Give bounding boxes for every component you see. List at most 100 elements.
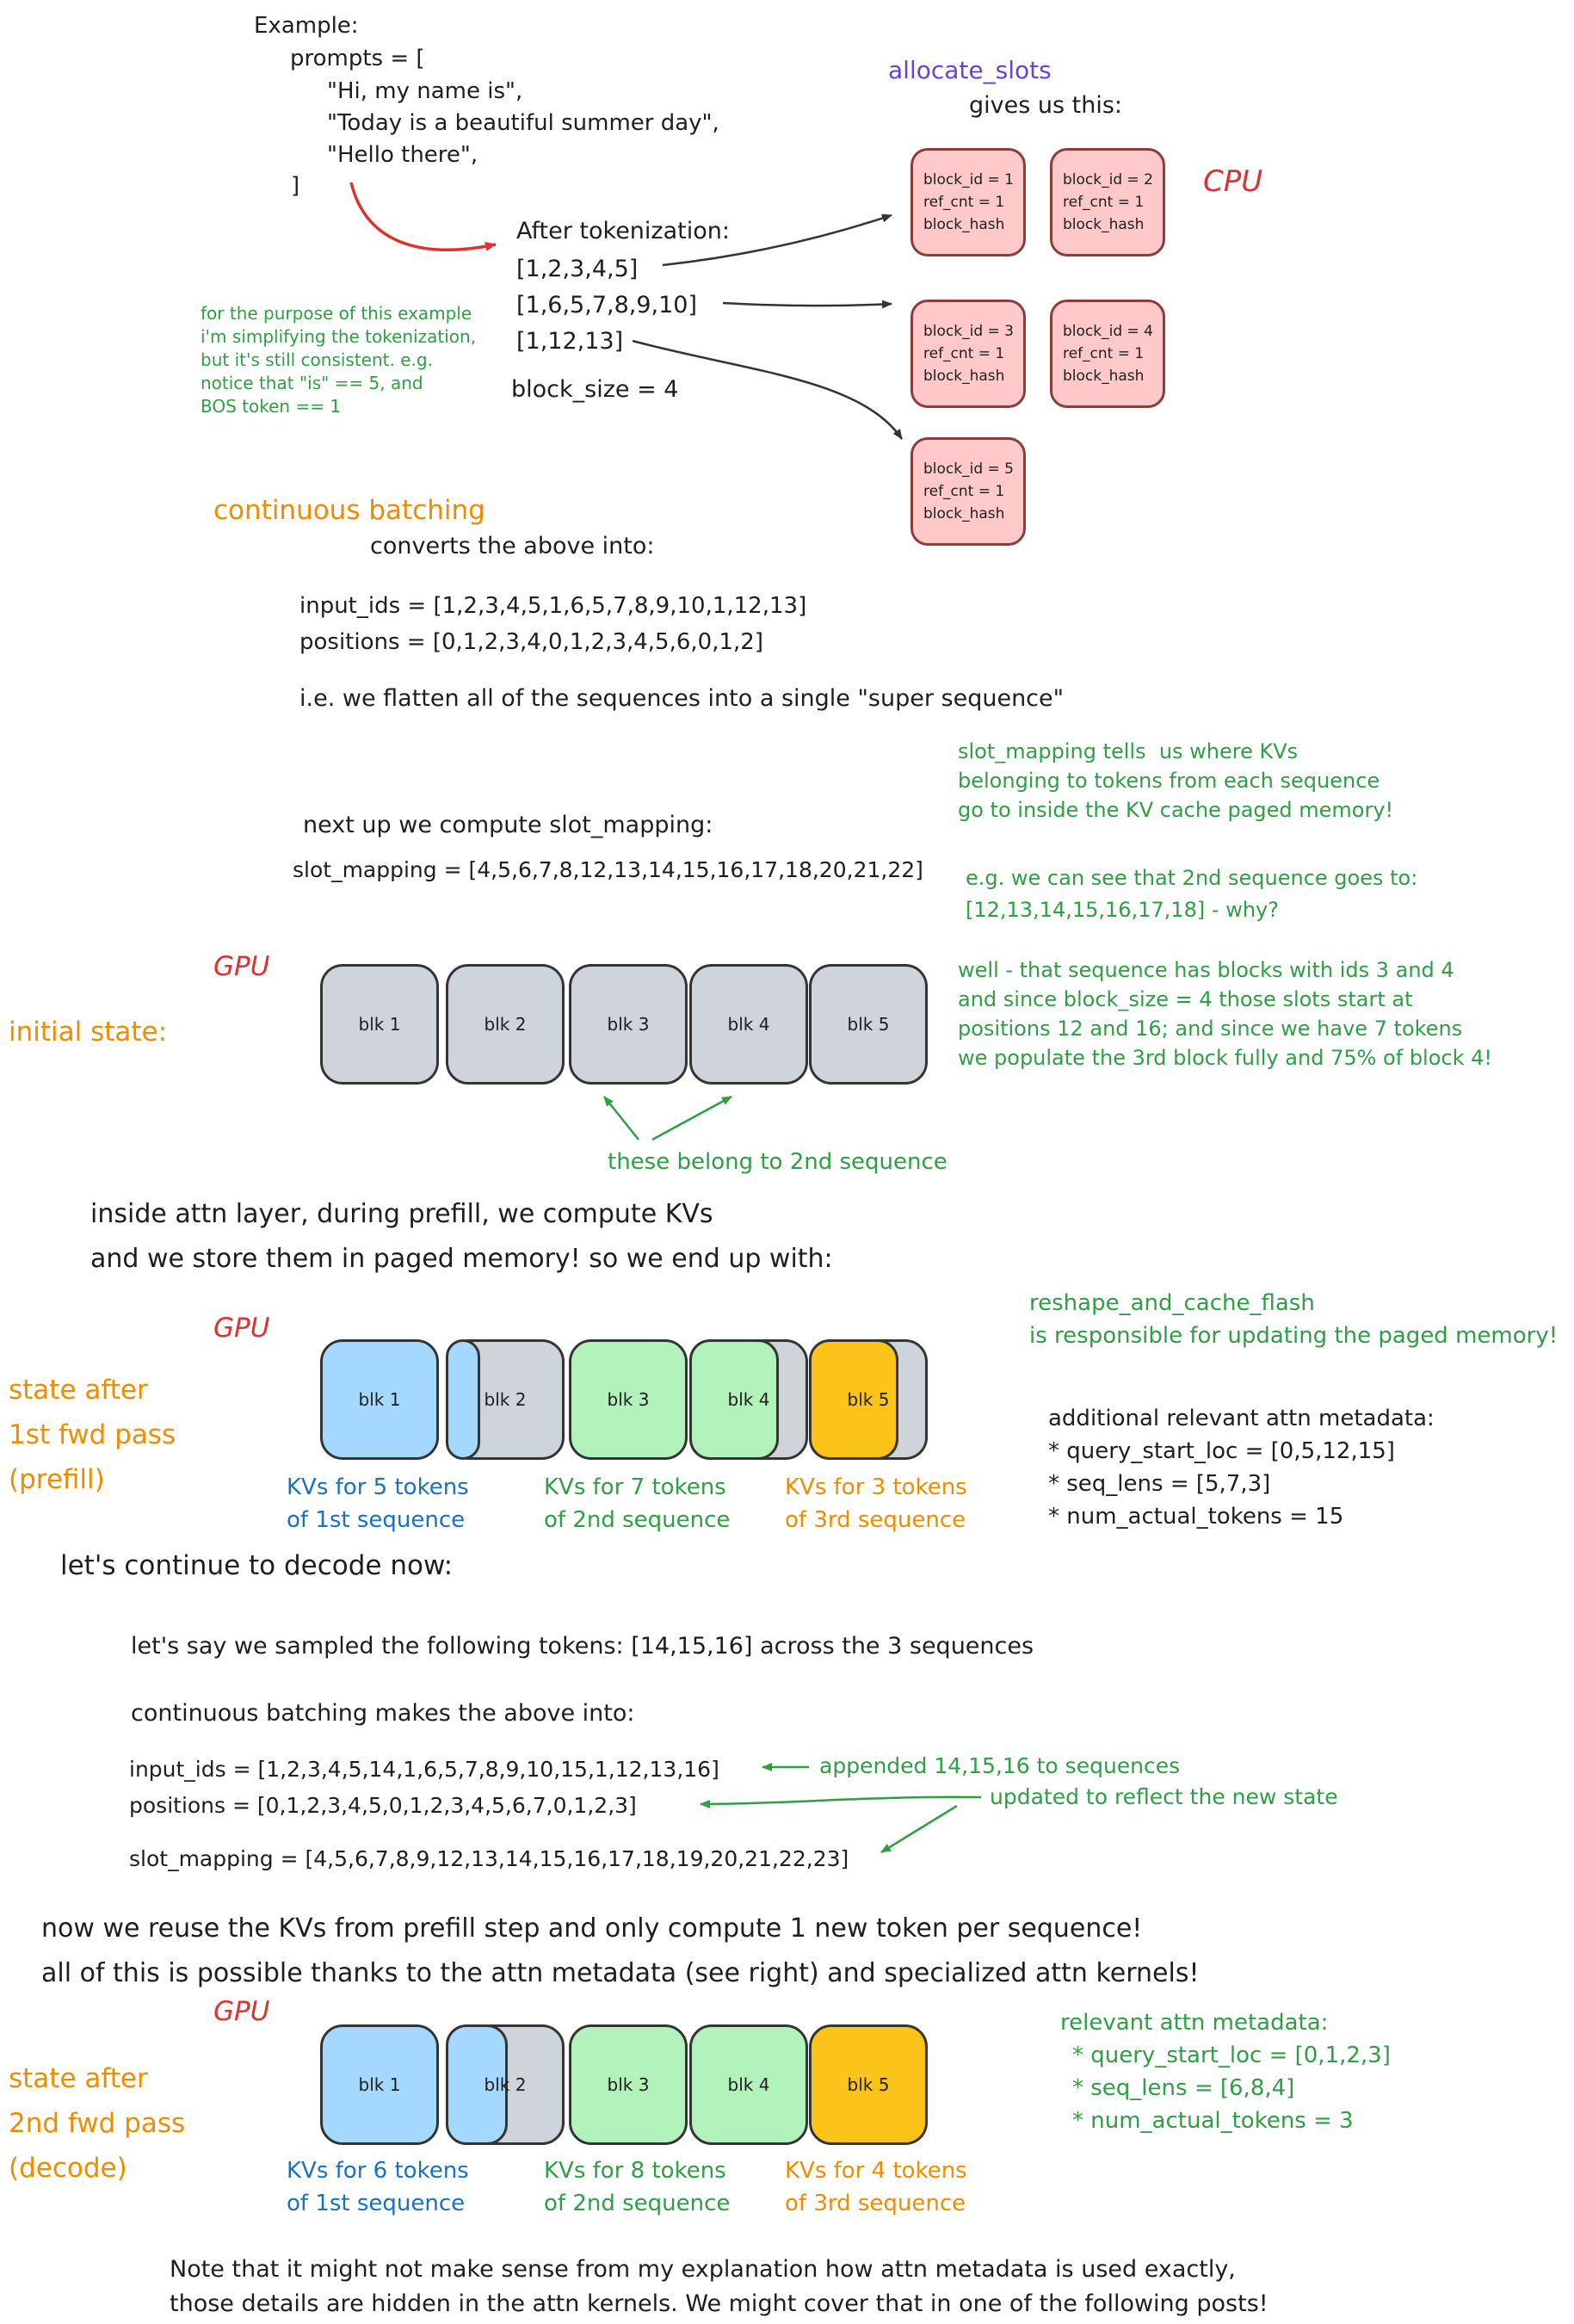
reuse-line-1: now we reuse the KVs from prefill step a… (41, 1913, 1143, 1944)
tokenization-note-line-5: BOS token == 1 (201, 396, 342, 417)
ref-cnt-label: ref_cnt = 1 (1063, 344, 1145, 362)
blk-label: blk 3 (607, 1014, 650, 1035)
decode-seq1-label-1: KVs for 6 tokens (287, 2158, 469, 2184)
decode-metadata-numtok: * num_actual_tokens = 3 (1072, 2108, 1354, 2134)
blk-label: blk 2 (484, 2074, 527, 2095)
gpu-label-prefill: GPU (213, 1313, 270, 1344)
prefill-metadata-title: additional relevant attn metadata: (1048, 1406, 1435, 1431)
prefill-seq2-label-2: of 2nd sequence (544, 1507, 731, 1533)
gpu-initial-blk-3: blk 3 (569, 964, 688, 1085)
slot-mapping-example-2: [12,13,14,15,16,17,18] - why? (966, 898, 1279, 922)
token-list-1: [1,2,3,4,5] (516, 256, 639, 282)
reshape-line-1: reshape_and_cache_flash (1029, 1290, 1315, 1316)
prefill-blk-2: blk 2 (446, 1339, 565, 1460)
state-after-prefill-2: 1st fwd pass (9, 1419, 176, 1450)
positions-decode: positions = [0,1,2,3,4,5,0,1,2,3,4,5,6,7… (129, 1793, 637, 1818)
prefill-blk-5: blk 5 (809, 1339, 928, 1460)
cpu-block-3: block_id = 3 ref_cnt = 1 block_hash (910, 300, 1026, 408)
arrow-updated-to-slotmapping (880, 1804, 958, 1854)
blk-label: blk 2 (484, 1389, 527, 1410)
initial-state-label: initial state: (9, 1017, 168, 1048)
block-size-line: block_size = 4 (511, 376, 679, 403)
prefill-intro-2: and we store them in paged memory! so we… (90, 1244, 833, 1274)
state-after-decode-3: (decode) (9, 2153, 127, 2184)
updated-note: updated to reflect the new state (990, 1784, 1338, 1809)
blk-label: blk 5 (847, 1014, 890, 1035)
blk-label: blk 5 (847, 1389, 890, 1410)
blk-label: blk 1 (358, 2074, 401, 2095)
footer-note-1: Note that it might not make sense from m… (170, 2256, 1236, 2283)
decode-seq3-label-1: KVs for 4 tokens (785, 2158, 967, 2184)
decode-sampled: let's say we sampled the following token… (131, 1633, 1034, 1660)
prefill-seq3-label-1: KVs for 3 tokens (785, 1474, 967, 1500)
prefill-seq3-label-2: of 3rd sequence (785, 1507, 966, 1533)
footer-note-2: those details are hidden in the attn ker… (170, 2290, 1268, 2317)
positions-prefill: positions = [0,1,2,3,4,0,1,2,3,4,5,6,0,1… (299, 629, 763, 655)
decode-metadata-qsl: * query_start_loc = [0,1,2,3] (1072, 2043, 1391, 2068)
prefill-seq1-label-1: KVs for 5 tokens (287, 1474, 469, 1500)
blk-label: blk 4 (727, 1014, 770, 1035)
gpu-initial-blk-2: blk 2 (446, 964, 565, 1085)
prompts-open: prompts = [ (290, 46, 425, 71)
gpu-initial-blk-1: blk 1 (320, 964, 439, 1085)
state-after-prefill-3: (prefill) (9, 1464, 105, 1495)
kv-fill-blue (446, 2024, 508, 2145)
gpu-label-decode: GPU (213, 1996, 270, 2027)
block-hash-label: block_hash (923, 504, 1005, 522)
slot-mapping-intro: next up we compute slot_mapping: (303, 812, 713, 838)
decode-blk-1: blk 1 (320, 2024, 439, 2145)
ref-cnt-label: ref_cnt = 1 (923, 193, 1005, 211)
decode-metadata-title: relevant attn metadata: (1060, 2010, 1329, 2036)
reshape-line-2: is responsible for updating the paged me… (1029, 1323, 1559, 1349)
decode-title: let's continue to decode now: (60, 1550, 454, 1581)
block-id-label: block_id = 4 (1063, 322, 1153, 340)
converts-line: converts the above into: (370, 533, 655, 559)
ref-cnt-label: ref_cnt = 1 (923, 344, 1005, 362)
cpu-block-1: block_id = 1 ref_cnt = 1 block_hash (910, 148, 1026, 257)
flatten-note: i.e. we flatten all of the sequences int… (299, 685, 1065, 712)
ref-cnt-label: ref_cnt = 1 (923, 482, 1005, 500)
prompt-line-2: "Today is a beautiful summer day", (327, 110, 719, 136)
prefill-blk-1: blk 1 (320, 1339, 439, 1460)
arrow-seq2-blocks-left (603, 1096, 639, 1140)
gpu-label-initial: GPU (213, 951, 270, 982)
prefill-seq1-label-2: of 1st sequence (287, 1507, 466, 1533)
block-hash-label: block_hash (1063, 367, 1145, 385)
blk-label: blk 5 (847, 2074, 890, 2095)
blk-label: blk 4 (727, 2074, 770, 2095)
slot-mapping-why-3: positions 12 and 16; and since we have 7… (958, 1017, 1463, 1041)
gpu-initial-blk-5: blk 5 (809, 964, 928, 1085)
prefill-blk-3: blk 3 (569, 1339, 688, 1460)
block-hash-label: block_hash (1063, 215, 1145, 233)
arrow-tokens2-to-block3 (722, 300, 892, 309)
arrow-prompts-to-tokenization (349, 182, 497, 251)
slot-mapping-explain-1: slot_mapping tells us where KVs (958, 739, 1299, 763)
prefill-metadata-seqlens: * seq_lens = [5,7,3] (1048, 1471, 1271, 1497)
example-title: Example: (254, 13, 359, 39)
cpu-block-5: block_id = 5 ref_cnt = 1 block_hash (910, 437, 1026, 546)
blk-label: blk 3 (607, 2074, 650, 2095)
arrow-updated-to-positions (700, 1796, 982, 1808)
blk-label: blk 1 (358, 1014, 401, 1035)
reuse-line-2: all of this is possible thanks to the at… (41, 1958, 1200, 1988)
cpu-label: CPU (1203, 164, 1263, 199)
prefill-intro-1: inside attn layer, during prefill, we co… (90, 1199, 713, 1229)
block-id-label: block_id = 1 (923, 170, 1014, 189)
slot-mapping-example-1: e.g. we can see that 2nd sequence goes t… (966, 866, 1418, 890)
decode-metadata-seqlens: * seq_lens = [6,8,4] (1072, 2075, 1295, 2101)
decode-seq2-label-2: of 2nd sequence (544, 2191, 731, 2216)
blk-label: blk 2 (484, 1014, 527, 1035)
kv-fill-blue (446, 1339, 480, 1460)
slot-mapping-why-2: and since block_size = 4 those slots sta… (958, 987, 1413, 1011)
block-hash-label: block_hash (923, 215, 1005, 233)
decode-seq2-label-1: KVs for 8 tokens (544, 2158, 726, 2184)
decode-cb-line: continuous batching makes the above into… (131, 1700, 635, 1727)
slot-mapping-why-4: we populate the 3rd block fully and 75% … (958, 1046, 1493, 1070)
blk-label: blk 4 (727, 1389, 770, 1410)
slot-mapping-why-1: well - that sequence has blocks with ids… (958, 958, 1454, 982)
decode-blk-5: blk 5 (809, 2024, 928, 2145)
tokenization-note-line-1: for the purpose of this example (201, 303, 472, 324)
gives-us-this: gives us this: (969, 92, 1123, 119)
state-after-decode-1: state after (9, 2063, 148, 2094)
